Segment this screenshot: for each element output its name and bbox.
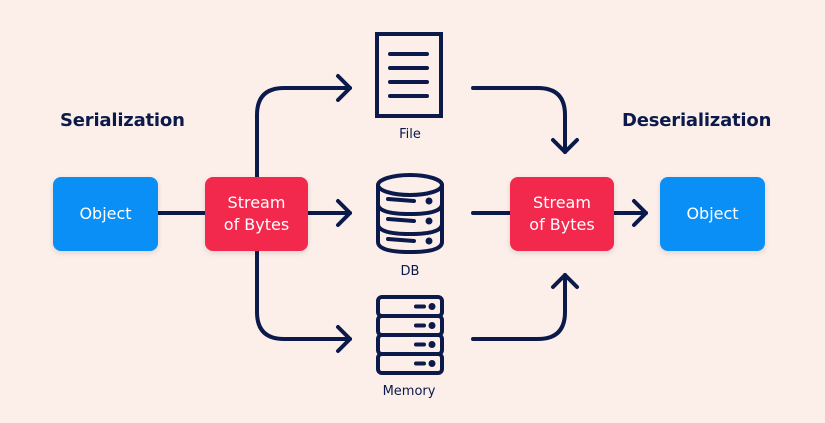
connector-file-to-stream xyxy=(471,86,567,154)
stream-of-bytes-node-deserialize: Stream of Bytes xyxy=(510,177,614,251)
stream-label-line2: of Bytes xyxy=(223,215,290,234)
file-document-icon xyxy=(375,32,445,122)
server-memory-icon xyxy=(376,295,444,381)
stream-of-bytes-node-serialize: Stream of Bytes xyxy=(205,177,308,251)
object-node-target: Object xyxy=(660,177,765,251)
arrowhead-to-db xyxy=(336,199,352,227)
connector-stream-to-file xyxy=(255,86,352,179)
arrowhead-to-file xyxy=(336,74,352,102)
arrowhead-to-object xyxy=(632,199,648,227)
connector-memory-to-stream xyxy=(471,273,567,341)
db-label: DB xyxy=(400,264,420,279)
stream-label-line1: Stream xyxy=(227,193,286,212)
database-icon xyxy=(374,172,446,260)
object-label: Object xyxy=(686,204,739,223)
arrowhead-to-memory xyxy=(336,325,352,353)
arrowhead-file-down xyxy=(551,138,579,154)
object-node-source: Object xyxy=(53,177,158,251)
memory-label: Memory xyxy=(382,384,436,399)
connector-stream-to-memory xyxy=(255,248,352,341)
object-label: Object xyxy=(79,204,132,223)
deserialization-heading: Deserialization xyxy=(622,110,772,131)
file-label: File xyxy=(399,127,421,142)
serialization-heading: Serialization xyxy=(60,110,185,131)
stream-label-line2: of Bytes xyxy=(529,215,595,234)
arrowhead-memory-up xyxy=(551,273,579,289)
stream-label-line1: Stream xyxy=(533,193,591,212)
